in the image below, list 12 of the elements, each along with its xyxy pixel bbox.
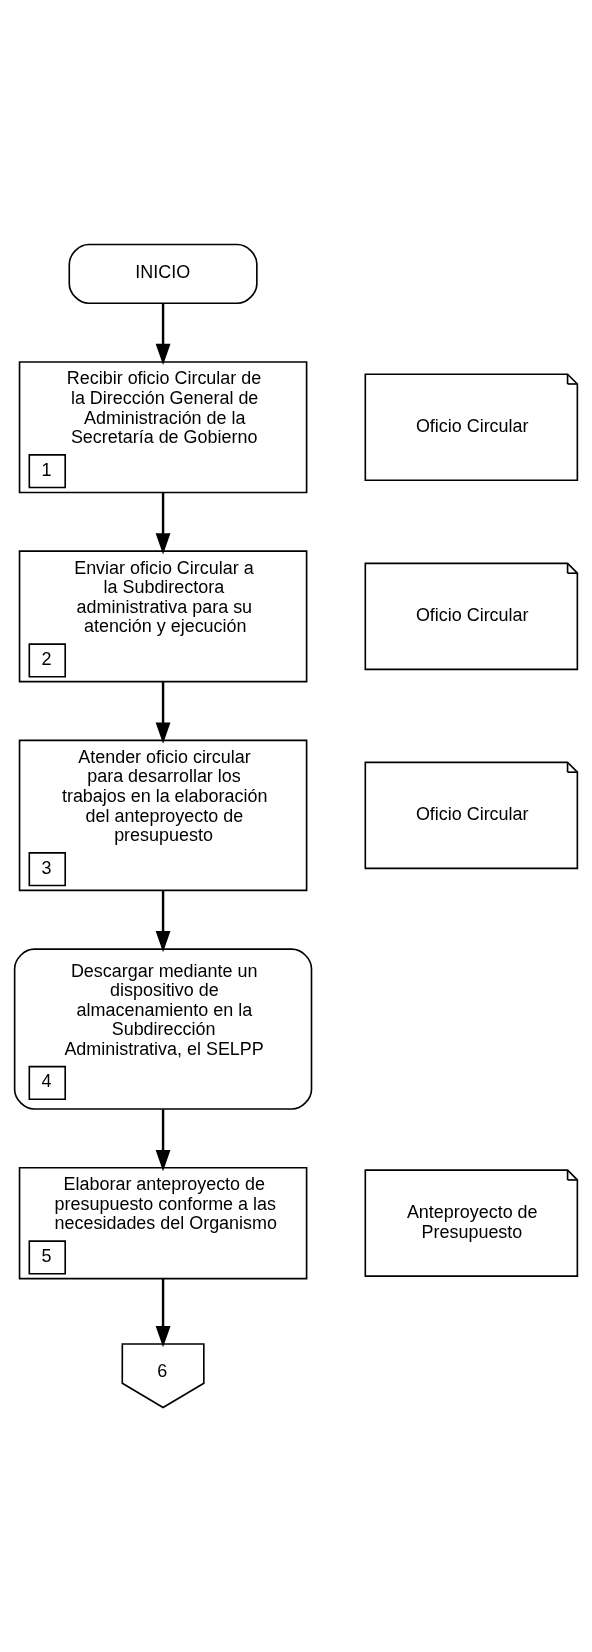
- node-box: Descargar mediante un dispositivo de almacenamiento en la Subdirección Administrativa, el SELPP 4: [13, 948, 313, 1110]
- arrow: [155, 890, 171, 953]
- node-box: INICIO: [68, 243, 258, 305]
- arrow: [155, 492, 171, 555]
- node-box: Atender oficio circular para desarrollar los trabajos en la elaboración del anteproyecto de presupuesto 3: [18, 739, 308, 892]
- arrow: [155, 682, 171, 744]
- arrow: [155, 1278, 171, 1348]
- node-box: Enviar oficio Circular a la Subdirectora administrativa para su atención y ejecución 2: [18, 550, 308, 683]
- arrow: [155, 1109, 171, 1172]
- node-box: Recibir oficio Circular de la Dirección General de Administración de la Secretaría de Gobierno 1: [18, 361, 308, 494]
- node-box: Elaborar anteproyecto de presupuesto conforme a las necesidades del Organismo 5: [18, 1166, 308, 1280]
- arrow: [155, 303, 171, 366]
